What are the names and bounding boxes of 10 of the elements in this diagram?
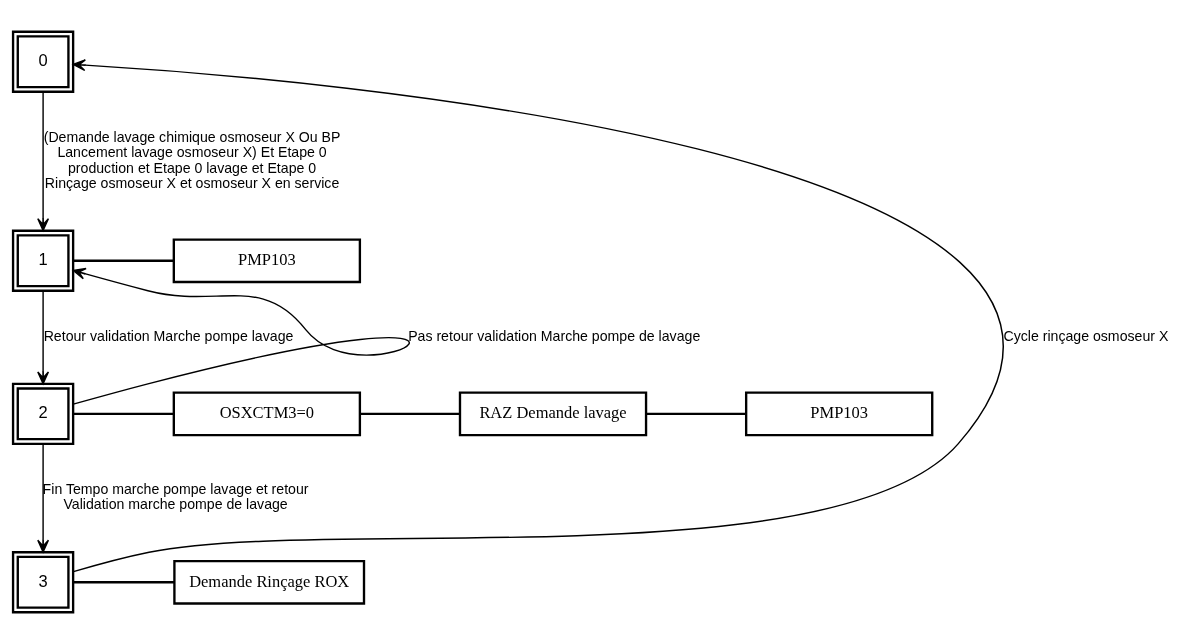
arrow [37,442,50,553]
node-box: 2 [11,382,75,445]
node-box: Demande Rinçage ROX [173,559,366,605]
edge-label: Cycle rinçage osmoseur X [1003,327,1169,344]
connector [73,580,175,583]
node-box: 0 [11,30,75,93]
arrow [37,289,50,384]
arrow [37,90,50,231]
node-box: 1 [11,229,75,292]
node-box: 3 [11,550,75,613]
